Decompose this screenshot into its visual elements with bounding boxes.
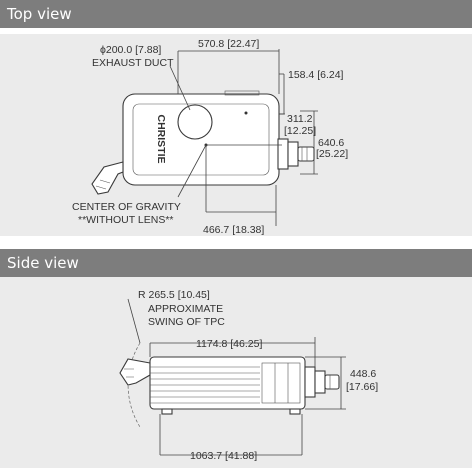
tpc-handle-side	[119, 358, 151, 386]
height-value: 448.6	[350, 368, 376, 380]
dim-466: 466.7 [18.38]	[203, 224, 264, 236]
exhaust-duct-circle	[177, 104, 213, 140]
top-view-panel: CHRISTIE	[0, 34, 472, 236]
top-view-drawing: CHRISTIE	[72, 38, 348, 236]
approximate-label: APPROXIMATE	[148, 303, 223, 315]
top-bump	[224, 90, 260, 96]
screw-dot	[244, 111, 248, 115]
top-view-title: Top view	[7, 5, 72, 23]
leader-line	[177, 144, 207, 198]
without-lens-label: **WITHOUT LENS**	[78, 214, 174, 226]
tpc-handle	[91, 161, 124, 195]
lens-front	[297, 146, 315, 162]
dim-640-value: 640.6	[318, 137, 344, 149]
side-view-drawing: R 265.5 [10.45] APPROXIMATE SWING OF TPC…	[119, 289, 378, 462]
dim-158: 158.4 [6.24]	[288, 69, 344, 81]
width-dimension: 570.8 [22.47]	[198, 38, 259, 50]
side-view-header: Side view	[0, 249, 472, 277]
lens-front-side	[324, 374, 340, 390]
foot	[161, 408, 173, 415]
length-dimension: 1174.8 [46.25]	[196, 338, 262, 350]
leader-line	[127, 298, 141, 344]
projector-lid	[132, 103, 270, 176]
top-view-header: Top view	[0, 0, 472, 28]
base-dimension: 1063.7 [41.88]	[190, 450, 257, 462]
leader-line	[169, 65, 191, 111]
height-inches: [17.66]	[346, 381, 378, 393]
lens-barrel	[287, 141, 299, 167]
lens-mount	[277, 138, 289, 170]
brand-logo-text: CHRISTIE	[155, 114, 167, 163]
divider	[0, 28, 472, 34]
side-view-title: Side view	[7, 254, 79, 272]
dim-311-inches: [12.25]	[284, 125, 316, 137]
foot	[289, 408, 301, 415]
tpc-detail	[124, 368, 134, 378]
lens-mount-side	[304, 366, 316, 398]
center-of-gravity-label: CENTER OF GRAVITY	[72, 201, 181, 213]
swing-label: SWING OF TPC	[148, 316, 225, 328]
divider	[0, 236, 472, 249]
lens-barrel-side	[314, 370, 326, 394]
projector-body-side	[149, 356, 306, 410]
dim-311-value: 311.2	[287, 113, 313, 125]
side-view-panel: R 265.5 [10.45] APPROXIMATE SWING OF TPC…	[0, 277, 472, 468]
exhaust-duct-label: EXHAUST DUCT	[92, 57, 174, 69]
radius-label: R 265.5 [10.45]	[138, 289, 210, 301]
dim-640-inches: [25.22]	[316, 148, 348, 160]
exhaust-duct-diameter: ϕ200.0 [7.88]	[100, 44, 161, 56]
side-panel-detail	[261, 362, 301, 404]
tpc-detail	[95, 179, 111, 190]
